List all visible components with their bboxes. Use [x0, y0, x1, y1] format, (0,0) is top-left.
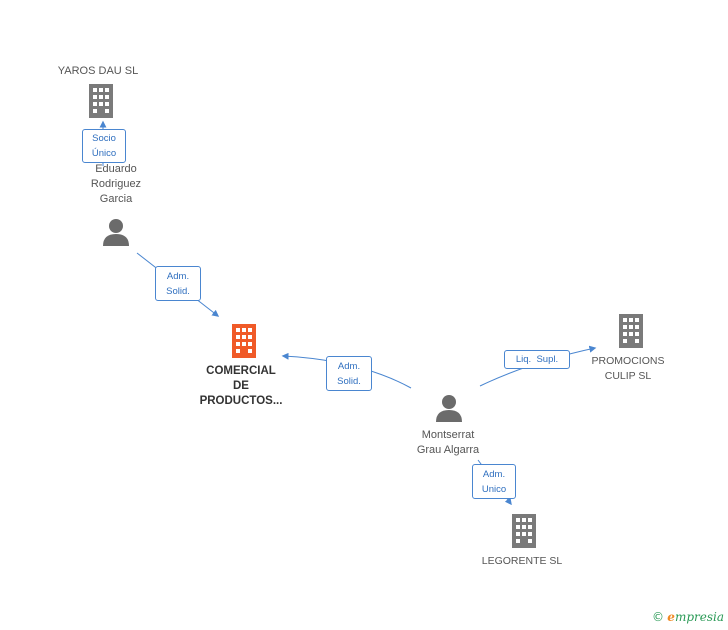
building-icon[interactable] [229, 324, 259, 360]
relation-socio-unico[interactable]: Socio Único [82, 129, 126, 163]
copyright-symbol: © [651, 610, 664, 624]
label-line: Grau Algarra [416, 444, 480, 456]
label-line: Rodriguez [90, 178, 142, 190]
node-label-comercial[interactable]: COMERCIAL DE PRODUCTOS... [180, 364, 302, 409]
label-line: CULIP SL [604, 370, 652, 382]
node-label-yaros[interactable]: YAROS DAU SL [57, 65, 139, 77]
relation-line: Unico [481, 484, 507, 495]
relation-line: Solid. [337, 376, 361, 387]
node-label-montserrat[interactable]: Montserrat Grau Algarra [398, 428, 498, 458]
node-label-legorente[interactable]: LEGORENTE SL [481, 555, 563, 567]
relation-line: Adm. [482, 469, 506, 480]
brand-rest: mpresia [674, 610, 724, 624]
relation-line: Adm. [166, 271, 190, 282]
label-line: Eduardo [95, 163, 137, 175]
relation-line: Adm. [337, 361, 361, 372]
brand-e: e [667, 610, 675, 624]
label-line: DE [233, 380, 249, 392]
person-icon[interactable] [101, 218, 131, 246]
label-line: Montserrat [421, 429, 475, 441]
label-line: PRODUCTOS... [199, 395, 283, 407]
brand-logo: empresia [667, 610, 724, 624]
building-icon[interactable] [86, 84, 116, 120]
relation-liq-supl[interactable]: Liq. Supl. [504, 350, 570, 369]
relation-adm-unico[interactable]: Adm. Unico [472, 464, 516, 499]
label-line: COMERCIAL [206, 365, 276, 377]
label-line: PROMOCIONS [591, 355, 665, 367]
relation-line: Socio [92, 133, 116, 144]
building-icon[interactable] [616, 314, 646, 350]
relation-adm-solid-eduardo[interactable]: Adm. Solid. [155, 266, 201, 301]
label-line: Garcia [99, 193, 133, 205]
relation-line: Único [91, 148, 117, 159]
node-label-promocions[interactable]: PROMOCIONS CULIP SL [582, 354, 674, 384]
relation-line: Solid. [166, 286, 190, 297]
relation-adm-solid-montserrat[interactable]: Adm. Solid. [326, 356, 372, 391]
person-icon[interactable] [434, 394, 464, 422]
building-icon[interactable] [509, 514, 539, 550]
empresia-watermark: © empresia [652, 610, 724, 624]
node-label-eduardo[interactable]: Eduardo Rodriguez Garcia [72, 162, 160, 207]
